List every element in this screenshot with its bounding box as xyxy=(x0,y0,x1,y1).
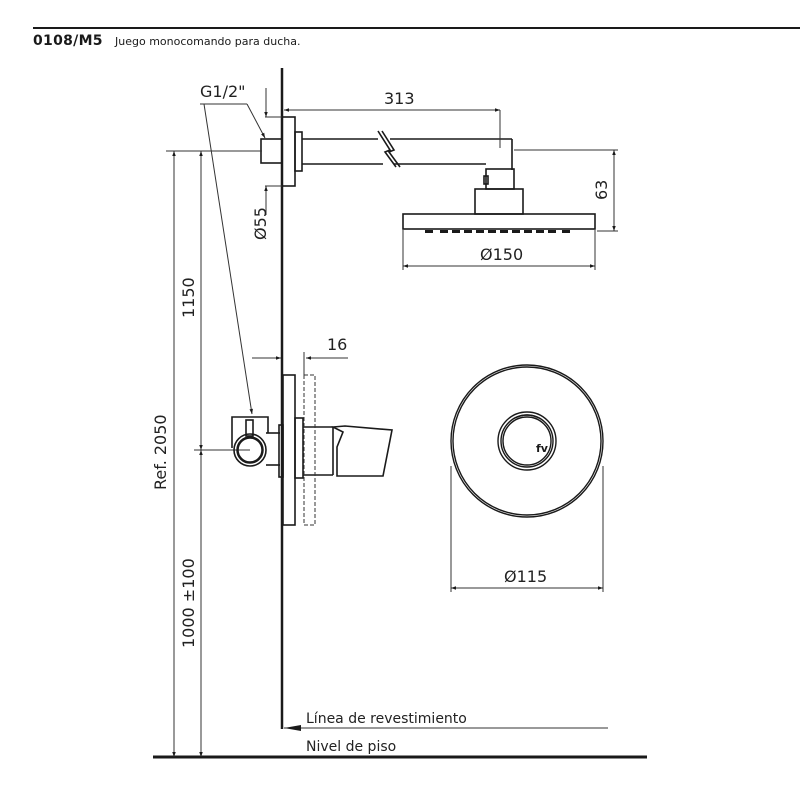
arm-length-label: 313 xyxy=(384,89,415,108)
cladding-line-leader xyxy=(284,725,608,731)
dimension-63 xyxy=(514,149,618,232)
wall-offset-label: 16 xyxy=(327,335,347,354)
thread-size-label: G1/2" xyxy=(200,82,246,101)
product-description: Juego monocomando para ducha. xyxy=(115,35,301,48)
finished-wall-outline xyxy=(303,374,316,526)
dimension-16 xyxy=(252,352,348,375)
dimension-313 xyxy=(284,108,501,148)
escutcheon-diameter-label: Ø115 xyxy=(504,567,547,586)
cladding-line-label: Línea de revestimiento xyxy=(306,711,467,727)
thread-leader xyxy=(200,103,266,415)
valve-height-label: 1000 ±100 xyxy=(179,558,198,648)
head-diameter-label: Ø150 xyxy=(480,245,523,264)
brand-logo-icon: fv xyxy=(536,442,549,455)
mixer-valve-side xyxy=(231,374,393,526)
flange-diameter-label: Ø55 xyxy=(251,207,270,240)
reference-height-label: Ref. 2050 xyxy=(151,414,170,490)
escutcheon-front-view xyxy=(450,364,604,518)
shower-arm-assembly xyxy=(260,116,596,230)
dimension-55 xyxy=(264,88,282,215)
dimension-115 xyxy=(450,466,604,592)
drawing-header: 0108/M5 Juego monocomando para ducha. xyxy=(33,33,300,49)
floor-level-label: Nivel de piso xyxy=(306,739,396,755)
shower-head-nozzles xyxy=(425,230,570,233)
product-code: 0108/M5 xyxy=(33,33,103,49)
header-rule xyxy=(33,27,800,29)
dimension-150 xyxy=(402,230,596,270)
head-height-label: 63 xyxy=(592,180,611,200)
outlet-height-label: 1150 xyxy=(179,277,198,318)
height-reference-lines xyxy=(166,150,262,757)
